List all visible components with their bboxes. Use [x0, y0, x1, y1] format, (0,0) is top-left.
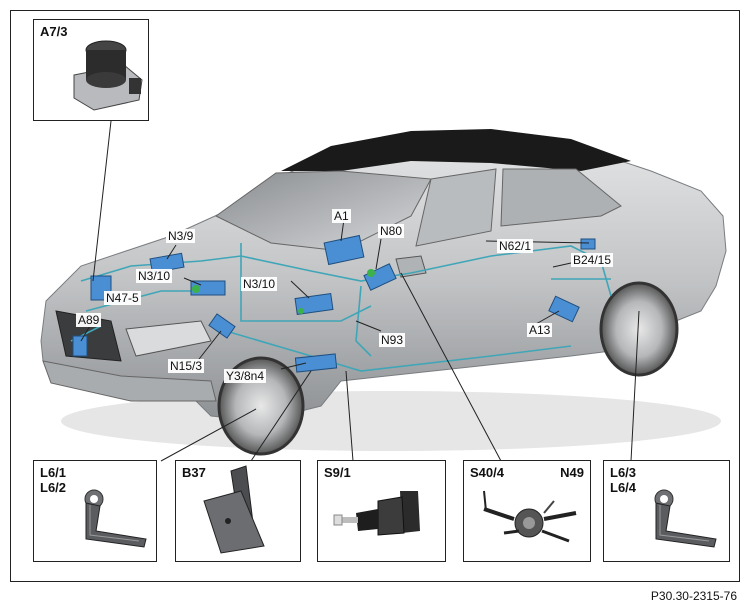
- label-a13: A13: [527, 323, 553, 337]
- inset-label-l6-4: L6/4: [610, 480, 637, 495]
- side-mirror: [395, 255, 427, 278]
- inset-label-l6-1: L6/1: [40, 465, 67, 480]
- figure-code: P30.30-2315-76: [650, 589, 737, 603]
- label-n80: N80: [378, 224, 405, 238]
- inset-label-n49: N49: [560, 465, 584, 480]
- inset-label-l6-3: L6/3: [610, 465, 637, 480]
- diagram-frame: A1 N3/9 N3/10 N3/10 N47-5 A89 N15/3 Y3/8…: [10, 10, 740, 582]
- windshield: [215, 170, 432, 252]
- inset-label-s9-1: S9/1: [324, 465, 351, 480]
- car-drawing: [40, 120, 727, 462]
- label-n47-5: N47-5: [104, 291, 141, 305]
- label-y3-8n4: Y3/8n4: [224, 369, 267, 383]
- speed-sensor-illustration-rear: [654, 489, 717, 548]
- label-n93: N93: [379, 333, 406, 347]
- label-n3-10-center: N3/10: [241, 277, 278, 291]
- rear-wheel: [599, 281, 679, 377]
- accelerator-pedal-illustration: [203, 465, 265, 554]
- label-n3-9: N3/9: [166, 229, 196, 243]
- headlight: [125, 320, 212, 357]
- leader-lines: [80, 120, 640, 462]
- vehicle-illustration: A1 N3/9 N3/10 N3/10 N47-5 A89 N15/3 Y3/8…: [11, 11, 739, 581]
- inset-s40-4-n49: S40/4 N49: [463, 460, 591, 562]
- inset-label-s40-4: S40/4: [470, 465, 504, 480]
- inset-a7-3: A7/3: [33, 19, 149, 121]
- label-n3-10-left: N3/10: [136, 269, 173, 283]
- speed-sensor-illustration-front: [84, 489, 147, 548]
- label-n15-3: N15/3: [168, 359, 205, 373]
- side-window-rear: [500, 168, 622, 227]
- inset-label-a7-3: A7/3: [40, 24, 68, 39]
- side-window-front: [415, 168, 497, 247]
- car-roof: [281, 129, 631, 171]
- inset-s9-1: S9/1: [317, 460, 446, 562]
- label-a89: A89: [76, 313, 102, 327]
- label-a1: A1: [332, 209, 351, 223]
- label-b24-15: B24/15: [571, 253, 614, 267]
- inset-b37: B37: [175, 460, 301, 562]
- inset-label-l6-2: L6/2: [40, 480, 67, 495]
- label-n62-1: N62/1: [497, 239, 534, 253]
- steering-switch-illustration: [483, 490, 577, 543]
- brake-light-switch-illustration: [333, 491, 420, 536]
- inset-l6-3-l6-4: L6/3 L6/4: [603, 460, 730, 562]
- inset-label-b37: B37: [182, 465, 206, 480]
- hydraulic-unit-illustration: [73, 40, 143, 111]
- front-bumper: [42, 360, 217, 402]
- inset-l6-1-l6-2: L6/1 L6/2: [33, 460, 157, 562]
